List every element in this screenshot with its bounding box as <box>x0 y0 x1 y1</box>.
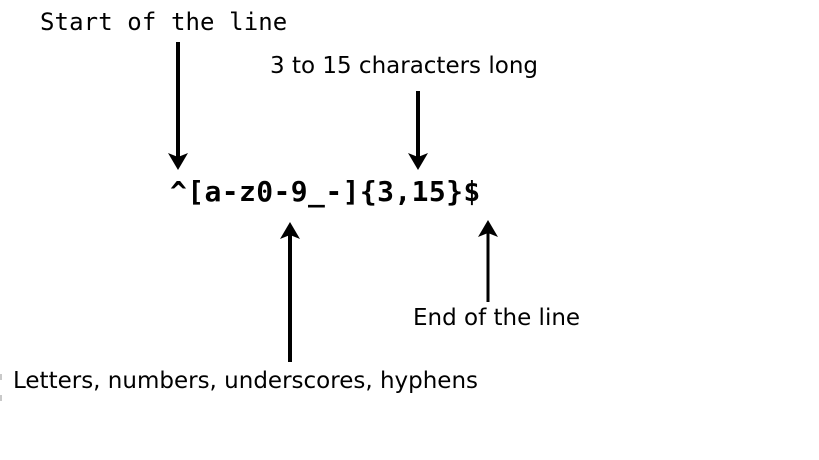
arrow-character-set-icon <box>280 222 300 362</box>
arrow-start-of-line-icon <box>168 42 188 170</box>
left-edge-artifact <box>0 374 2 380</box>
arrow-length-icon <box>408 91 428 170</box>
regex-pattern-text: ^[a-z0-9_-]{3,15}$ <box>170 175 481 208</box>
end-of-line-label: End of the line <box>413 305 581 331</box>
length-label: 3 to 15 characters long <box>270 53 538 79</box>
character-set-label: Letters, numbers, underscores, hyphens <box>13 368 479 394</box>
arrow-end-of-line-icon <box>478 220 498 302</box>
start-of-line-label: Start of the line <box>40 8 288 36</box>
left-edge-artifact <box>0 395 2 401</box>
